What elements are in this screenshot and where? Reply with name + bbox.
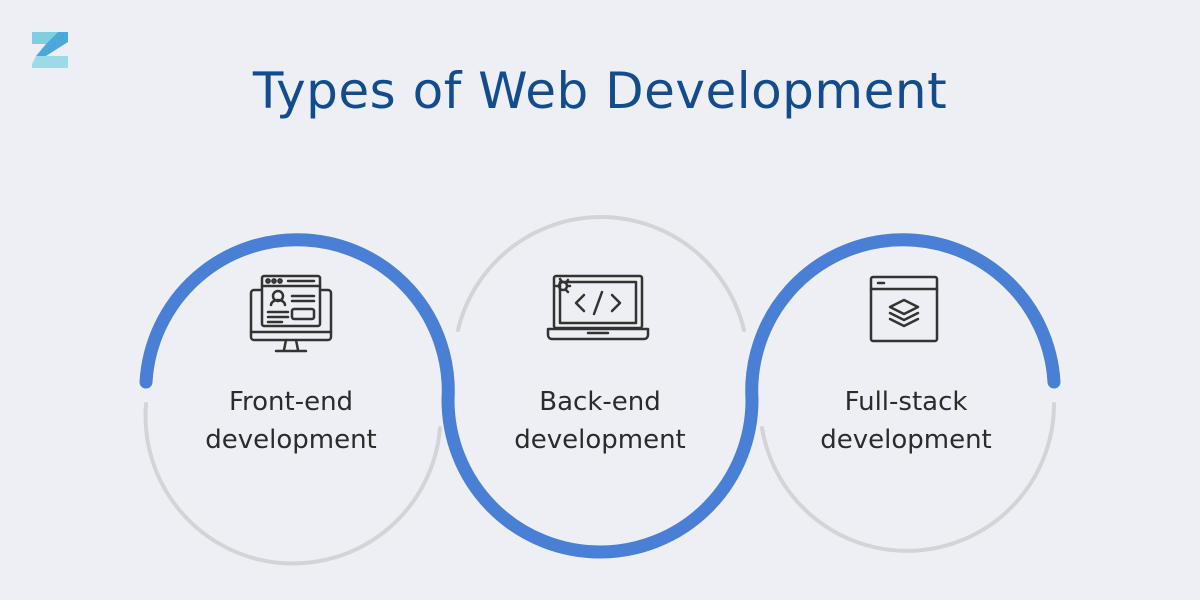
code-laptop-icon: [546, 274, 650, 341]
label-line-1: Back-end: [539, 387, 661, 417]
frontend-monitor-icon: [249, 274, 333, 353]
item-label-fullstack: Full-stack development: [776, 383, 1036, 459]
circle-right-lower-arc: [760, 402, 1056, 553]
label-line-1: Front-end: [228, 387, 354, 417]
circle-middle-lower-arc: [441, 393, 759, 559]
label-line-1: Full-stack: [844, 387, 968, 417]
layered-s-logo-icon: [32, 32, 68, 68]
circle-middle-upper-arc: [456, 215, 746, 332]
circle-left-lower-arc: [143, 402, 442, 566]
label-line-2: development: [205, 425, 377, 455]
label-line-2: development: [820, 425, 992, 455]
stack-layers-window-icon: [869, 275, 939, 343]
circle-right-upper-arc: [745, 233, 1061, 407]
page-title: Types of Web Development: [252, 62, 948, 120]
circle-left-upper-arc: [139, 233, 455, 407]
item-label-backend: Back-end development: [470, 383, 730, 459]
label-line-2: development: [514, 425, 686, 455]
item-label-frontend: Front-end development: [161, 383, 421, 459]
